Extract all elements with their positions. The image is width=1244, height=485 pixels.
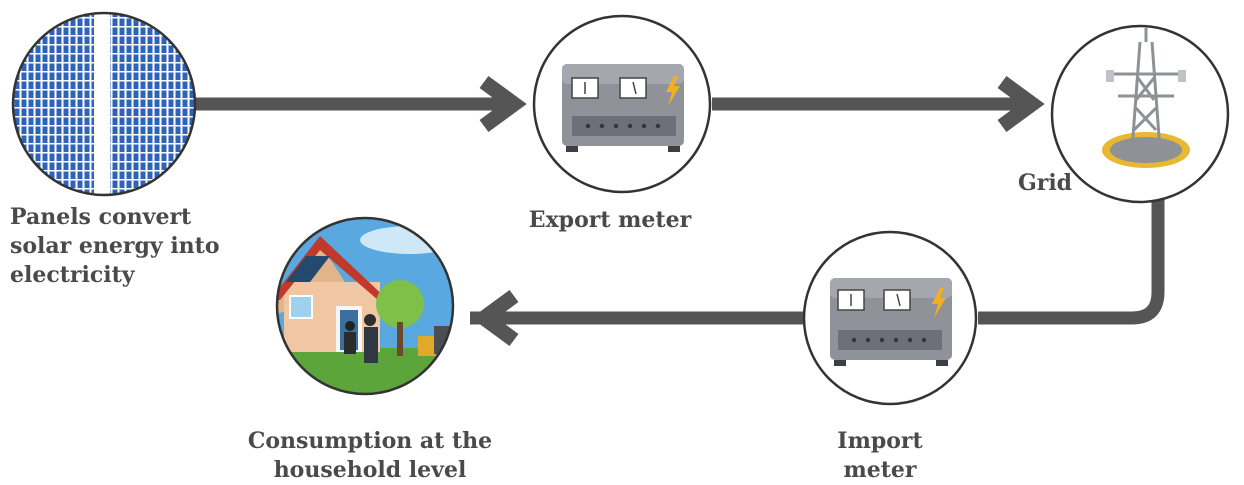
grid-label: Grid [1017, 170, 1073, 196]
pylon-icon [1050, 24, 1230, 204]
arrowhead-export [479, 75, 527, 133]
arrowhead-household [471, 289, 519, 347]
arrowhead-grid [997, 75, 1045, 133]
import-meter-label: Import meter [837, 428, 923, 483]
arrow-grid-to-import [978, 200, 1165, 325]
house-icon [275, 216, 455, 396]
flow-arrows [196, 75, 1165, 347]
export-meter-icon [532, 14, 712, 194]
import-meter-icon [802, 230, 978, 406]
household-label: Consumption at the household level [247, 428, 493, 483]
export-meter-label: Export meter [528, 207, 692, 233]
solar-panel-icon [11, 11, 197, 197]
panels-label: Panels convert solar energy into electri… [10, 204, 220, 288]
